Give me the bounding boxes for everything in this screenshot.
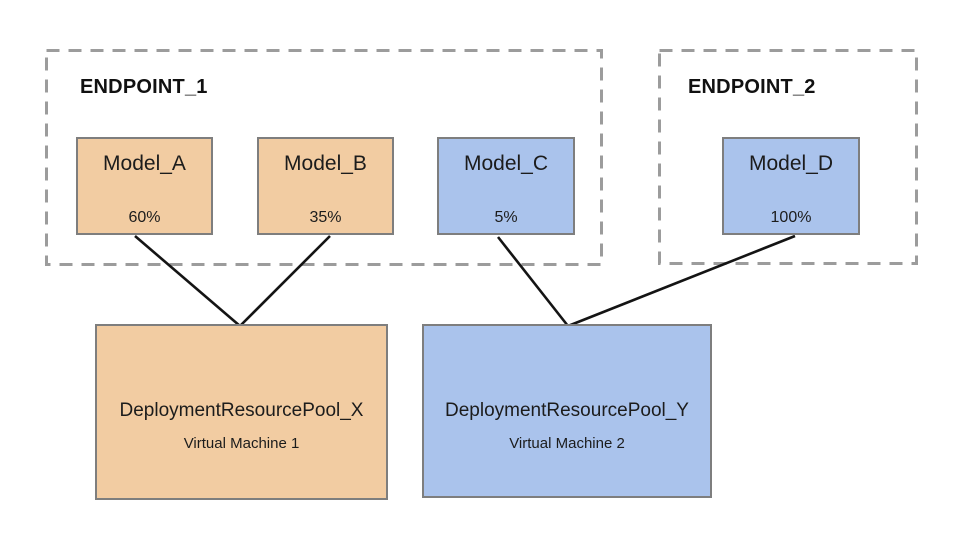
model-card-b: Model_B 35%: [257, 137, 394, 235]
connector-model-d-to-pool-y: [567, 234, 796, 328]
model-card-d: Model_D 100%: [722, 137, 860, 235]
pool-y-card: DeploymentResourcePool_Y Virtual Machine…: [422, 324, 712, 498]
endpoint-2-label: ENDPOINT_2: [688, 76, 816, 98]
model-c-name: Model_C: [463, 152, 549, 175]
endpoint-1-boundary: [45, 49, 603, 266]
model-c-traffic-percent: 5%: [494, 209, 518, 226]
pool-y-machine: Virtual Machine 2: [509, 435, 625, 452]
model-a-name: Model_A: [103, 152, 186, 175]
pool-x-machine: Virtual Machine 1: [183, 435, 300, 452]
connector-model-a-to-pool-x: [134, 235, 241, 327]
endpoint-1-label: ENDPOINT_1: [80, 76, 208, 98]
pool-y-name: DeploymentResourcePool_Y: [445, 400, 689, 421]
model-card-c: Model_C 5%: [437, 137, 575, 235]
model-card-a: Model_A 60%: [76, 137, 213, 235]
model-b-traffic-percent: 35%: [309, 209, 342, 226]
model-d-traffic-percent: 100%: [770, 209, 812, 226]
model-d-name: Model_D: [748, 152, 834, 175]
connector-model-c-to-pool-y: [496, 236, 570, 327]
model-a-traffic-percent: 60%: [128, 209, 161, 226]
pool-x-card: DeploymentResourcePool_X Virtual Machine…: [95, 324, 388, 500]
model-b-name: Model_B: [284, 152, 367, 175]
endpoint-2-boundary: [658, 49, 918, 265]
pool-x-name: DeploymentResourcePool_X: [119, 400, 364, 421]
connector-model-b-to-pool-x: [239, 235, 331, 327]
